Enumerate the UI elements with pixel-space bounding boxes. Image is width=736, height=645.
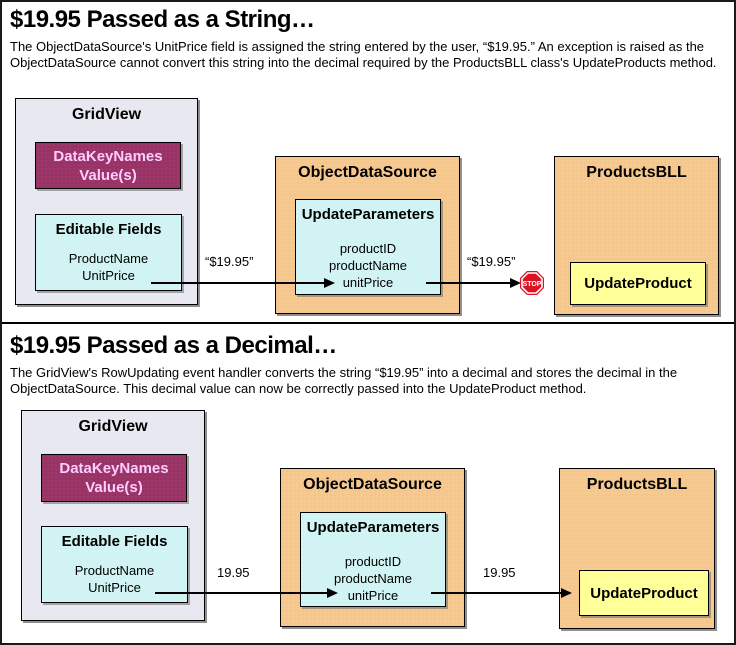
panel1-gridview-box: GridView DataKeyNames Value(s) Editable … bbox=[15, 98, 198, 305]
updateproduct-box: UpdateProduct bbox=[579, 570, 709, 616]
productsbll-title: ProductsBLL bbox=[586, 164, 687, 181]
panel2-arrow2-line bbox=[431, 592, 561, 594]
editable-fields-title: Editable Fields bbox=[55, 221, 162, 238]
field-unitprice: UnitPrice bbox=[82, 268, 135, 283]
param-unitprice: unitPrice bbox=[342, 275, 394, 290]
objectdatasource-title: ObjectDataSource bbox=[303, 476, 442, 493]
datakeynames-line1: DataKeyNames bbox=[59, 460, 169, 477]
panel1-arrow2-line bbox=[426, 282, 510, 284]
panel1-heading: $19.95 Passed as a String… bbox=[10, 6, 315, 33]
field-productname: ProductName bbox=[68, 251, 149, 266]
datakeynames-line2: Value(s) bbox=[85, 479, 143, 496]
updateparameters-title: UpdateParameters bbox=[306, 519, 440, 536]
param-productid: productID bbox=[344, 554, 402, 569]
panel2-arrow2-head bbox=[561, 588, 572, 598]
datakeynames-line2: Value(s) bbox=[79, 166, 137, 184]
param-productname: productName bbox=[333, 571, 413, 586]
panel1-arrow2-label: “$19.95” bbox=[467, 254, 516, 269]
panel2-arrow1-line bbox=[155, 592, 327, 594]
panel2-description: The GridView's RowUpdating event handler… bbox=[10, 365, 678, 396]
panel2-objectdatasource-box: ObjectDataSource UpdateParameters produc… bbox=[280, 468, 465, 627]
panel2-heading: $19.95 Passed as a Decimal… bbox=[10, 332, 337, 359]
datakeynames-box: DataKeyNames Value(s) bbox=[35, 142, 181, 189]
panel1-arrow1-head bbox=[324, 278, 335, 288]
stop-icon: STOP bbox=[520, 271, 544, 295]
gridview-title: GridView bbox=[71, 106, 142, 123]
panel2-arrow2-label: 19.95 bbox=[483, 565, 516, 580]
updateparameters-title: UpdateParameters bbox=[301, 206, 435, 223]
panel2-arrow1-head bbox=[327, 588, 338, 598]
editable-fields-box: Editable Fields ProductName UnitPrice bbox=[35, 214, 182, 291]
section-divider bbox=[2, 322, 734, 324]
panel1-productsbll-box: ProductsBLL UpdateProduct bbox=[554, 156, 719, 315]
panel2-arrow1-label: 19.95 bbox=[217, 565, 250, 580]
panel1-objectdatasource-box: ObjectDataSource UpdateParameters produc… bbox=[275, 156, 460, 314]
updateparameters-box: UpdateParameters productID productName u… bbox=[300, 512, 446, 607]
field-productname: ProductName bbox=[74, 563, 155, 578]
panel1-arrow1-line bbox=[151, 282, 324, 284]
panel1-arrow1-label: “$19.95” bbox=[205, 254, 254, 269]
stop-icon-label: STOP bbox=[523, 281, 542, 288]
panel2-gridview-box: GridView DataKeyNames Value(s) Editable … bbox=[21, 410, 205, 621]
updateproduct-box: UpdateProduct bbox=[570, 262, 706, 305]
panel2-productsbll-box: ProductsBLL UpdateProduct bbox=[559, 468, 715, 629]
param-productid: productID bbox=[339, 241, 397, 256]
field-unitprice: UnitPrice bbox=[88, 580, 141, 595]
panel1-arrow2-head bbox=[510, 278, 521, 288]
editable-fields-box: Editable Fields ProductName UnitPrice bbox=[41, 526, 188, 603]
panel1-description: The ObjectDataSource's UnitPrice field i… bbox=[10, 39, 717, 70]
objectdatasource-title: ObjectDataSource bbox=[298, 164, 437, 181]
editable-fields-title: Editable Fields bbox=[61, 533, 168, 550]
productsbll-title: ProductsBLL bbox=[586, 476, 688, 493]
datakeynames-box: DataKeyNames Value(s) bbox=[41, 454, 187, 502]
param-unitprice: unitPrice bbox=[347, 588, 399, 603]
gridview-title: GridView bbox=[78, 418, 148, 435]
updateparameters-box: UpdateParameters productID productName u… bbox=[295, 199, 441, 295]
param-productname: productName bbox=[328, 258, 408, 273]
datakeynames-line1: DataKeyNames bbox=[53, 147, 163, 165]
